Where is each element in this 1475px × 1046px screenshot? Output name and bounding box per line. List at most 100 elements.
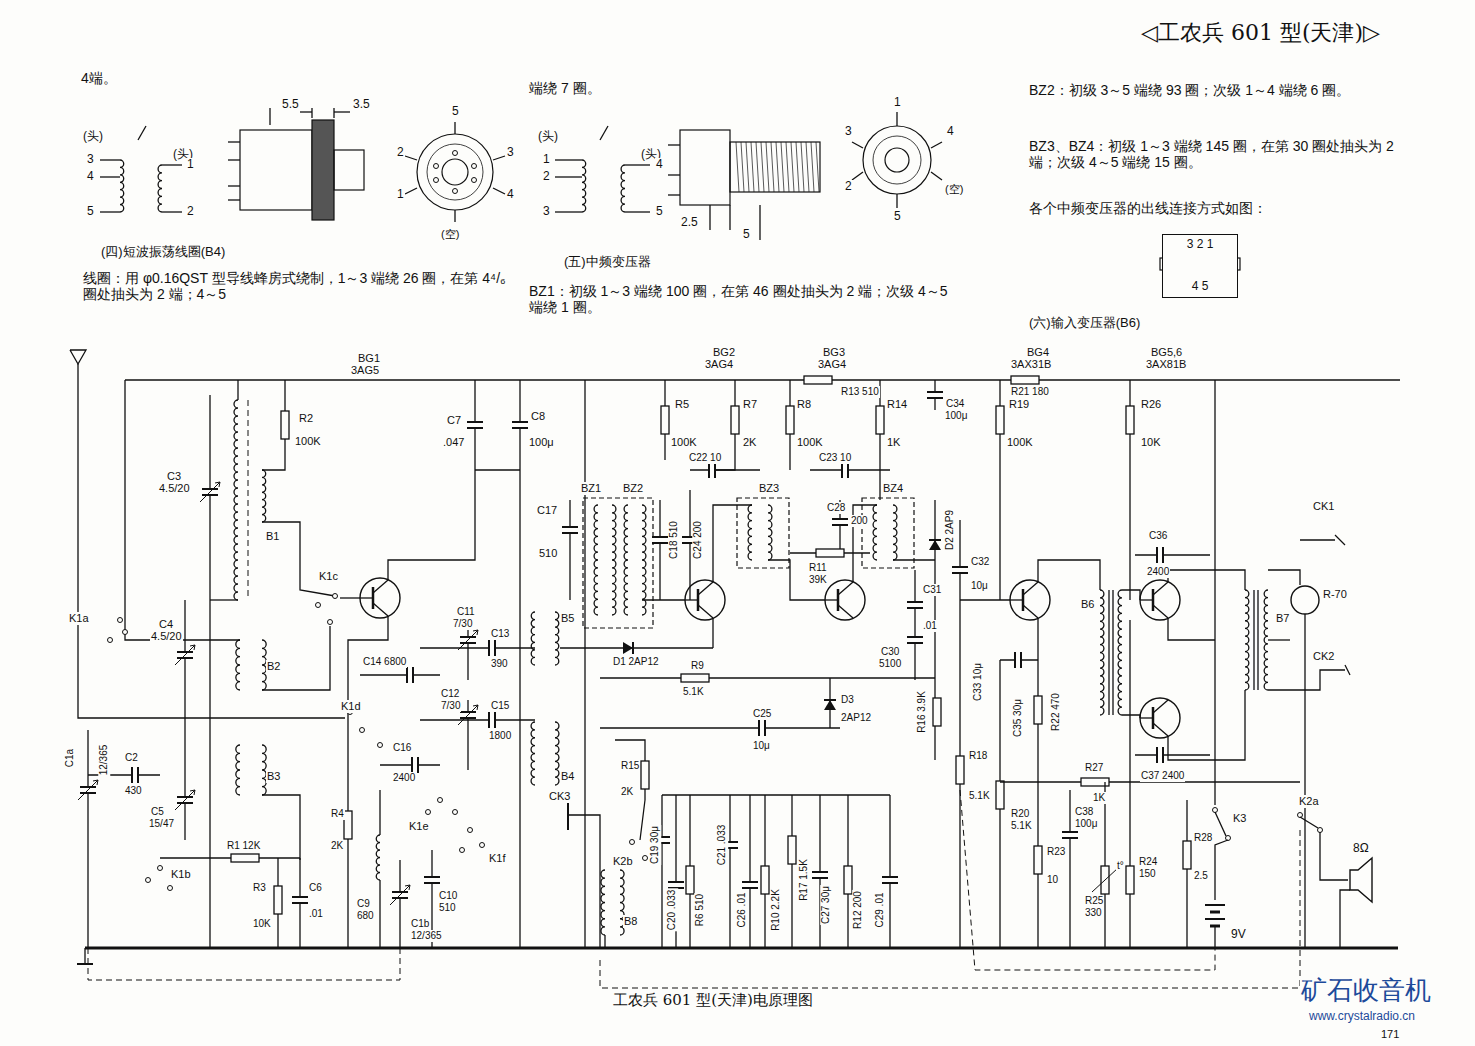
wire <box>460 711 476 713</box>
component-label: 端绕 7 圈。 <box>528 80 602 96</box>
component-label-rotated: R6 510 <box>694 893 706 927</box>
capacitor-gap <box>832 519 848 525</box>
diode-symbol <box>623 642 633 654</box>
wire <box>1122 590 1140 600</box>
wire <box>269 108 270 125</box>
component-label: 15/47 <box>148 818 175 830</box>
wire <box>1205 918 1225 920</box>
component-label-rotated: 12/365 <box>98 744 110 777</box>
component-label: C15 <box>490 700 510 712</box>
wire <box>668 144 680 145</box>
wire <box>1069 790 1070 948</box>
wire <box>477 705 478 710</box>
wire <box>1300 817 1318 828</box>
wire <box>1214 926 1215 948</box>
wire <box>882 876 898 878</box>
circle-outline <box>1291 586 1319 614</box>
component-label: R27 <box>1084 762 1104 774</box>
wire <box>1037 618 1038 948</box>
wire <box>228 199 240 200</box>
component-label: 680 <box>356 910 375 922</box>
wire <box>194 790 195 795</box>
component-label: K1b <box>170 868 192 881</box>
pin-numbers: 4 5 <box>1169 280 1231 294</box>
resistor-symbol <box>996 781 1004 809</box>
component-label: BG1 <box>357 352 381 365</box>
wire <box>80 792 96 794</box>
component-label: C8 <box>530 410 546 423</box>
switch-contact <box>1318 828 1323 833</box>
wire <box>1112 590 1113 715</box>
wire <box>292 902 308 904</box>
component-label: 510 <box>438 902 457 914</box>
wire <box>907 601 923 603</box>
component-label: C37 2400 <box>1140 770 1185 782</box>
coil-symbol <box>236 640 240 690</box>
wire <box>379 790 380 835</box>
component-label: C10 <box>438 890 458 902</box>
coil-symbol <box>768 505 772 560</box>
component-label: BZ2：初级 3～5 端绕 93 圈；次级 1～4 端绕 6 圈。 <box>1028 82 1405 98</box>
wire <box>838 582 853 595</box>
wire <box>832 524 848 526</box>
component-label: BG5,6 <box>1150 346 1183 359</box>
capacitor-gap <box>1157 547 1163 563</box>
component-label-rotated: C29 .01 <box>874 891 886 928</box>
wire <box>1205 904 1225 906</box>
wire <box>824 699 836 701</box>
switch-contact <box>1226 836 1231 841</box>
component-label-rotated: R17 1.5K <box>798 858 810 902</box>
component-label: C1b <box>410 918 430 930</box>
component-label: R13 510 <box>840 386 880 398</box>
component-label: (头) <box>537 130 559 144</box>
component-label: BZ1：初级 1～3 端绕 100 圈，在第 46 圈处抽头为 2 端；次级 4… <box>528 283 950 315</box>
wire <box>766 142 769 192</box>
component-label: 100μ <box>944 410 968 422</box>
component-label: 2.5 <box>1193 870 1209 882</box>
component-label: 7/30 <box>452 618 473 630</box>
circle-outline <box>873 136 921 184</box>
wire <box>80 786 96 788</box>
wire <box>927 397 943 399</box>
component-label: 10 <box>1046 874 1059 886</box>
wire <box>952 572 968 574</box>
component-label: 3AG5 <box>350 364 380 377</box>
wire <box>379 880 380 948</box>
wire <box>1162 547 1164 563</box>
component-label: C17 <box>536 504 558 517</box>
page-header: ◁工农兵 601 型(天津)▷ <box>1140 20 1381 45</box>
component-label: BG4 <box>1026 346 1050 359</box>
wire <box>929 539 941 541</box>
wire <box>812 871 828 873</box>
wire <box>756 142 759 192</box>
wire <box>411 757 413 773</box>
capacitor-gap <box>882 877 898 883</box>
component-label: C36 <box>1148 530 1168 542</box>
resistor-symbol <box>1183 841 1191 869</box>
component-label: 4 <box>506 188 515 202</box>
component-label: 2 <box>186 205 195 219</box>
component-label-rotated: R16 3.9K <box>916 690 928 734</box>
switch-contact <box>316 603 321 608</box>
wire <box>360 674 440 675</box>
wire <box>512 421 528 423</box>
circle-outline <box>863 126 931 194</box>
coil-symbol <box>748 505 752 560</box>
wire <box>519 380 520 948</box>
coil-symbol <box>621 165 625 212</box>
wire <box>125 380 240 640</box>
component-label: 2400 <box>392 772 416 784</box>
wire <box>600 677 935 678</box>
component-label: C22 10 <box>688 452 722 464</box>
component-label: B1 <box>265 530 280 543</box>
component-label: 1K <box>886 436 901 449</box>
component-label-rotated: R10 2.2K <box>770 888 782 932</box>
component-label: C23 10 <box>818 452 852 464</box>
wire <box>1304 614 1305 640</box>
switch-contact <box>630 840 635 845</box>
wire <box>1168 690 1245 760</box>
wire <box>1268 570 1300 585</box>
wire <box>652 536 668 538</box>
wire <box>1140 717 1153 718</box>
transistor-symbol <box>360 578 400 618</box>
